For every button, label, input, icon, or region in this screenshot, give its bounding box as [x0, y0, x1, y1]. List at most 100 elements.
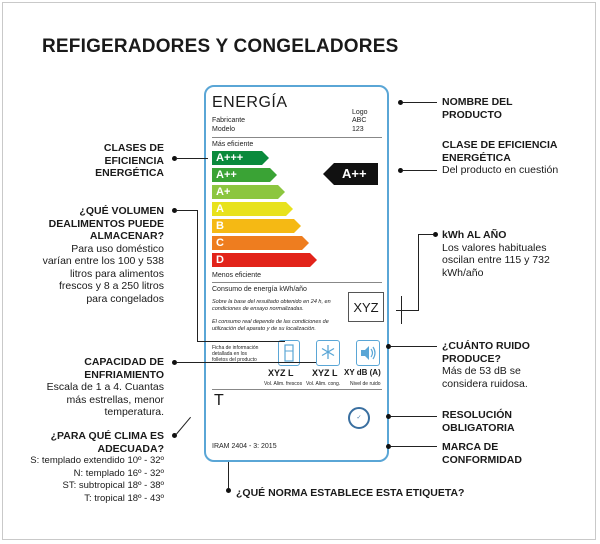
pointer-line: [176, 210, 198, 211]
pointer-line: [401, 296, 402, 324]
pointer-line: [391, 346, 437, 347]
pointer-dot: [172, 156, 177, 161]
bar-tip: [278, 185, 285, 199]
class-bar-label: D: [216, 254, 224, 266]
annotation-heading: ¿CUÁNTO RUIDO PRODUCE?: [442, 340, 530, 365]
pointer-line: [228, 462, 229, 488]
annotation-text: Del producto en cuestión: [442, 164, 559, 176]
info-sheet-note: Ficha de información detallada en los fo…: [212, 345, 259, 363]
pointer-line: [403, 170, 437, 171]
class-bar-label: C: [216, 237, 224, 249]
class-bar-b: B: [212, 219, 301, 233]
annotation-norm: ¿QUÉ NORMA ESTABLECE ESTA ETIQUETA?: [236, 487, 496, 500]
annotation-heading: kWh AL AÑO: [442, 229, 507, 241]
image-frame: [2, 2, 596, 540]
pointer-line: [176, 158, 208, 159]
frozen-volume-value: XYZ L: [312, 368, 338, 378]
frozen-volume-label: Vol. Alim. cong.: [306, 381, 341, 387]
annotation-text: Escala de 1 a 4. Cuantas más estrellas, …: [46, 381, 164, 418]
annotation-text: Los valores habituales oscilan entre 115…: [442, 241, 550, 279]
class-bar-aplus: A+: [212, 185, 285, 199]
climate-line: ST: subtropical 18º - 38º: [62, 480, 164, 491]
pointer-line: [418, 234, 419, 310]
frozen-food-icon: [316, 340, 340, 366]
pointer-line: [418, 234, 433, 235]
pointer-dot: [398, 100, 403, 105]
consumption-label: Consumo de energía kWh/año: [212, 286, 307, 293]
divider: [212, 389, 382, 390]
pointer-dot: [172, 360, 177, 365]
annotation-conformity: MARCA DE CONFORMIDAD: [442, 441, 562, 466]
label-heading: ENERGÍA: [212, 94, 288, 111]
pointer-line: [197, 210, 198, 342]
pointer-dot: [172, 208, 177, 213]
climate-line: T: tropical 18º - 43º: [84, 492, 164, 504]
class-bar-c: C: [212, 236, 309, 250]
bar-tip: [262, 151, 269, 165]
noise-icon: [356, 340, 380, 366]
logo-text: Logo: [352, 109, 368, 116]
annotation-heading: RESOLUCIÓN OBLIGATORIA: [442, 409, 515, 434]
fresh-volume-label: Vol. Alim. frescos: [264, 381, 303, 387]
annotation-heading: CLASE DE EFICIENCIA ENERGÉTICA: [442, 139, 558, 164]
manufacturer-label: Fabricante: [212, 117, 246, 124]
pointer-line: [396, 310, 419, 311]
bar-tip: [294, 219, 301, 233]
pointer-line: [403, 102, 437, 103]
class-bar-a: A: [212, 202, 293, 216]
pointer-line: [197, 341, 285, 342]
pointer-dot: [386, 414, 391, 419]
class-bar-a3plus: A+++: [212, 151, 269, 165]
most-efficient-text: Más eficiente: [212, 141, 254, 148]
conformity-seal-icon: ✓: [348, 407, 370, 429]
annotation-climate: ¿PARA QUÉ CLIMA ES ADECUADA? S: templado…: [24, 430, 164, 505]
pointer-dot: [386, 344, 391, 349]
consumption-note: Sobre la base del resultado obtenido en …: [212, 299, 331, 312]
climate-line: S: templado extendido 10º - 32º: [30, 455, 164, 466]
climate-symbol: T: [214, 392, 224, 409]
bar-tip: [302, 236, 309, 250]
speaker-icon: [361, 346, 376, 360]
consumption-value-box: XYZ: [348, 292, 384, 322]
class-bar-label: A+: [216, 186, 231, 198]
selected-class-arrow: A++: [323, 163, 378, 185]
class-bar-d: D: [212, 253, 317, 267]
annotation-text: Para uso doméstico varían entre los 100 …: [42, 242, 164, 305]
annotation-heading: ¿QUÉ NORMA ESTABLECE ESTA ETIQUETA?: [236, 487, 465, 499]
norm-text: IRAM 2404 - 3: 2015: [212, 443, 277, 450]
annotation-heading: ¿QUÉ VOLUMEN DEALIMENTOS PUEDE ALMACENAR…: [48, 205, 164, 242]
noise-label: Nivel de ruido: [350, 381, 381, 387]
fresh-food-icon: [278, 340, 300, 366]
class-bar-label: A++: [216, 169, 237, 181]
bar-tip: [270, 168, 277, 182]
pointer-line: [391, 446, 437, 447]
class-bar-a2plus: A++: [212, 168, 277, 182]
real-consumption-note: El consumo real depende de las condicion…: [212, 319, 329, 332]
class-bar-label: A+++: [216, 152, 244, 164]
annotation-efficiency-class: CLASE DE EFICIENCIA ENERGÉTICA Del produ…: [442, 139, 562, 177]
pointer-dot: [386, 444, 391, 449]
noise-value: XY dB (A): [344, 368, 381, 377]
annotation-cooling: CAPACIDAD DE ENFRIAMIENTO Escala de 1 a …: [40, 356, 164, 419]
manufacturer-value: ABC: [352, 117, 367, 124]
pointer-dot: [226, 488, 231, 493]
annotation-classes: CLASES DE EFICIENCIA ENERGÉTICA: [84, 142, 164, 180]
bar-tip: [310, 253, 317, 267]
annotation-heading: CLASES DE EFICIENCIA ENERGÉTICA: [95, 142, 164, 179]
annotation-heading: MARCA DE CONFORMIDAD: [442, 441, 522, 466]
bar-tip: [286, 202, 293, 216]
pointer-dot: [172, 433, 177, 438]
annotation-kwh: kWh AL AÑO Los valores habituales oscila…: [442, 229, 562, 279]
pointer-dot: [398, 168, 403, 173]
class-bar-label: A: [216, 203, 224, 215]
annotation-resolution: RESOLUCIÓN OBLIGATORIA: [442, 409, 562, 434]
annotation-volume: ¿QUÉ VOLUMEN DEALIMENTOS PUEDE ALMACENAR…: [40, 205, 164, 305]
fresh-volume-value: XYZ L: [268, 368, 294, 378]
pointer-line: [391, 416, 437, 417]
class-bar-label: B: [216, 220, 224, 232]
divider: [212, 137, 382, 138]
annotation-text: Más de 53 dB se considera ruidosa.: [442, 365, 528, 390]
energy-label: ENERGÍA Fabricante Modelo Logo ABC 123 M…: [204, 85, 389, 462]
model-value: 123: [352, 126, 364, 133]
divider: [212, 282, 382, 283]
